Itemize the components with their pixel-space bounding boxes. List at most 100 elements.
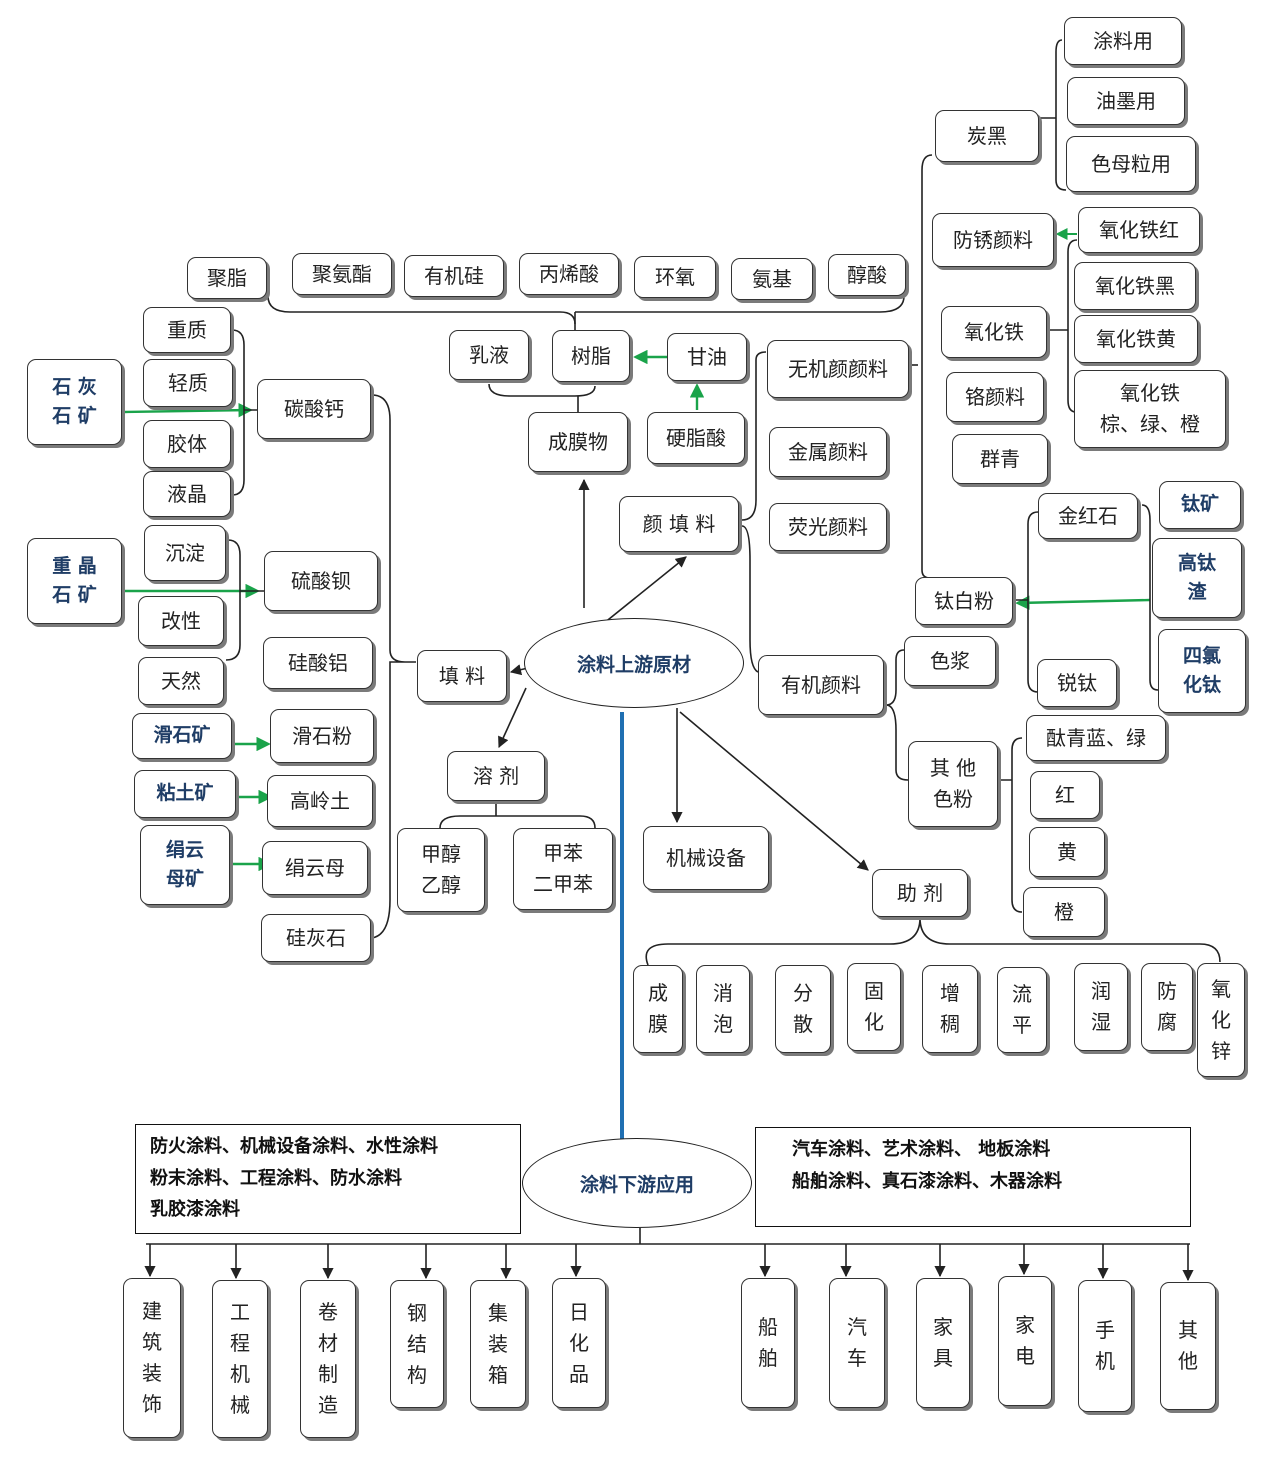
additive-thicken: 增 稠	[922, 965, 978, 1053]
pigment-trunk	[921, 154, 933, 579]
iron-oxide-brown-green-orange: 氧化铁 棕、绿、橙	[1074, 370, 1226, 448]
additive-anticorrosion: 防 腐	[1141, 963, 1193, 1051]
arrow-to-solvent	[498, 687, 527, 749]
limestone-ore-node: 石 灰 石 矿	[27, 359, 122, 445]
glycerin-node: 甘油	[667, 333, 747, 381]
baso4-natural: 天然	[138, 657, 224, 705]
aluminum-silicate-node: 硅酸铝	[263, 637, 373, 689]
industry-steel-structure: 钢 结 构	[390, 1280, 444, 1408]
industry-furniture: 家 具	[916, 1278, 970, 1408]
additive-zinc-oxide: 氧 化 锌	[1197, 963, 1245, 1077]
wollastonite-node: 硅灰石	[261, 914, 371, 962]
caco3-bracket	[231, 329, 257, 496]
resin-polyester: 聚脂	[187, 257, 267, 299]
industry-coil: 卷 材 制 造	[300, 1280, 356, 1438]
kaolin-node: 高岭土	[267, 775, 373, 827]
organic-pigment-node: 有机颜料	[758, 655, 884, 715]
organic-bracket	[885, 649, 909, 781]
iron-oxide-black: 氧化铁黑	[1074, 262, 1196, 310]
iron-oxide-red: 氧化铁红	[1078, 207, 1200, 253]
titanium-form-bracket	[1014, 511, 1039, 693]
talc-ore-node: 滑石矿	[132, 713, 232, 759]
industry-mobile-phone: 手 机	[1078, 1280, 1132, 1412]
carbon-use-ink: 油墨用	[1067, 77, 1185, 125]
pigment-filler-node: 颜 填 料	[619, 496, 739, 552]
industry-container: 集 装 箱	[470, 1280, 526, 1408]
iron-oxide-yellow: 氧化铁黄	[1074, 315, 1198, 363]
talc-powder-node: 滑石粉	[270, 709, 374, 763]
ultramarine-node: 群青	[952, 434, 1048, 484]
solvent-aromatics: 甲苯 二甲苯	[513, 828, 613, 910]
carbon-use-coating: 涂料用	[1064, 17, 1182, 65]
phthalo-blue-green: 酞青蓝、绿	[1026, 715, 1166, 761]
applications-left-box: 防火涂料、机械设备涂料、水性涂料 粉末涂料、工程涂料、防水涂料 乳胶漆涂料	[135, 1124, 521, 1234]
additive-cure: 固 化	[847, 963, 901, 1051]
color-paste-node: 色浆	[904, 636, 996, 686]
red-pigment: 红	[1030, 771, 1100, 819]
app-line: 防火涂料、机械设备涂料、水性涂料	[150, 1136, 438, 1157]
app-line: 粉末涂料、工程涂料、防水涂料	[150, 1167, 402, 1189]
filler-bracket	[371, 394, 416, 939]
caco3-heavy: 重质	[143, 307, 231, 353]
arrow-limestone	[123, 402, 253, 418]
antirust-pigment-node: 防锈颜料	[932, 213, 1054, 267]
sericite-node: 绢云母	[262, 841, 368, 895]
titanium-dioxide-node: 钛白粉	[915, 577, 1013, 625]
resin-node: 树脂	[552, 330, 630, 382]
additive-disperse: 分 散	[775, 965, 831, 1053]
industry-daily-chemicals: 日 化 品	[552, 1278, 606, 1408]
solvent-node: 溶 剂	[447, 751, 545, 801]
chrome-pigment-node: 铬颜料	[946, 372, 1044, 422]
pigment-filler-organic	[741, 525, 759, 673]
additive-wet: 润 湿	[1074, 963, 1128, 1051]
industry-automobile: 汽 车	[829, 1278, 885, 1408]
caco3-liquid-crystal: 液晶	[143, 471, 231, 517]
stearic-acid-node: 硬脂酸	[647, 412, 745, 464]
industry-appliance: 家 电	[998, 1276, 1052, 1406]
machinery-node: 机械设备	[643, 826, 769, 890]
emulsion-node: 乳液	[449, 330, 529, 380]
baso4-modified: 改性	[138, 596, 224, 646]
applications-right-box: 汽车涂料、艺术涂料、 地板涂料 船舶涂料、真石漆涂料、木器涂料	[755, 1127, 1191, 1227]
resin-epoxy: 环氧	[634, 256, 716, 298]
additive-defoam: 消 泡	[696, 965, 750, 1053]
other-color-powder-node: 其 他 色粉	[908, 741, 998, 827]
resin-polyurethane: 聚氨酯	[292, 253, 392, 295]
carbon-black-node: 炭黑	[935, 110, 1039, 162]
calcium-carbonate-node: 碳酸钙	[257, 379, 371, 439]
high-titanium-slag-node: 高钛 渣	[1152, 538, 1242, 618]
carbon-use-masterbatch: 色母粒用	[1066, 136, 1196, 192]
additive-bracket	[645, 917, 1221, 966]
pigment-filler-inorganic	[741, 351, 767, 521]
downstream-center: 涂料下游应用	[522, 1138, 752, 1228]
industry-other: 其 他	[1160, 1282, 1216, 1410]
titanium-ore-node: 钛矿	[1159, 481, 1241, 529]
baso4-bracket	[225, 539, 264, 661]
film-bracket	[488, 383, 596, 397]
sericite-ore-node: 绢云 母矿	[140, 825, 230, 905]
metal-pigment-node: 金属颜料	[769, 427, 887, 477]
clay-ore-node: 粘土矿	[134, 770, 236, 818]
industry-ship: 船 舶	[741, 1278, 795, 1408]
industry-building: 建 筑 装 饰	[123, 1278, 181, 1438]
barite-ore-node: 重 晶 石 矿	[27, 538, 122, 624]
app-line: 船舶涂料、真石漆涂料、木器涂料	[792, 1170, 1062, 1192]
barium-sulfate-node: 硫酸钡	[264, 551, 378, 611]
resin-silicone: 有机硅	[404, 255, 504, 297]
carbon-uses-bracket	[1040, 39, 1067, 191]
resin-acrylic: 丙烯酸	[519, 253, 619, 295]
resin-amino: 氨基	[731, 258, 813, 300]
arrow-to-additive	[679, 711, 869, 871]
upstream-center: 涂料上游原材	[524, 618, 744, 708]
film-former-node: 成膜物	[528, 412, 628, 472]
arrow-titanium-sources	[1015, 595, 1151, 610]
caco3-colloid: 胶体	[143, 420, 231, 468]
anatase-node: 锐钛	[1037, 659, 1117, 707]
solvent-bracket	[439, 815, 596, 829]
rutile-node: 金红石	[1038, 493, 1138, 539]
iron-items-bracket	[1048, 239, 1078, 413]
titanium-tetrachloride-node: 四氯 化钛	[1158, 629, 1246, 713]
additive-node: 助 剂	[872, 869, 968, 917]
filler-node: 填 料	[417, 650, 507, 702]
